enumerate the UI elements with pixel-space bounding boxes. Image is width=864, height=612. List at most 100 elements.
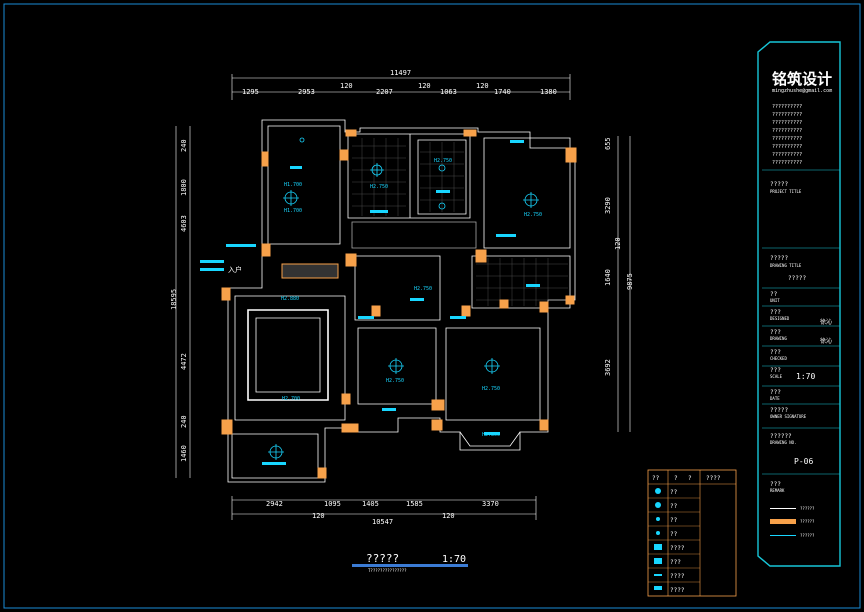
project-title-label-en: PROJECT TITLE bbox=[770, 189, 802, 194]
dim-label: 120 bbox=[340, 82, 353, 90]
right-total-dimension: 9875 bbox=[626, 273, 634, 290]
room-label: H2.750 bbox=[524, 212, 542, 218]
room-label: H2.750 bbox=[386, 378, 404, 384]
company-logo: 铭筑设计 bbox=[772, 70, 832, 88]
scale-label: ??? bbox=[770, 367, 781, 374]
dim-label: 2953 bbox=[298, 88, 315, 96]
drawing-no-value: P-06 bbox=[794, 457, 813, 466]
bottom-total-dimension: 10547 bbox=[372, 518, 393, 526]
legend-row: ?? bbox=[670, 503, 678, 510]
company-email: mingzhushe@gmail.com bbox=[772, 88, 832, 94]
unit-label: ?? bbox=[770, 291, 778, 298]
designed-value: 徐沁 bbox=[820, 318, 832, 326]
legend-row: ???? bbox=[670, 573, 685, 580]
legend-header: ? bbox=[674, 475, 678, 482]
legend-row: ??? bbox=[670, 559, 681, 566]
dim-label: 1800 bbox=[180, 179, 188, 196]
dim-label: 1640 bbox=[604, 269, 612, 286]
dim-label: 1380 bbox=[540, 88, 557, 96]
legend-row: ???? bbox=[670, 587, 685, 594]
dim-label: 120 bbox=[442, 512, 455, 520]
sheet-border bbox=[3, 3, 861, 609]
legend-header: ?? bbox=[652, 475, 660, 482]
dim-label: 1095 bbox=[324, 500, 341, 508]
date-label-en: DATE bbox=[770, 396, 780, 401]
drawing-no-label: ?????? bbox=[770, 433, 792, 440]
top-total-dimension: 11497 bbox=[390, 69, 411, 77]
legend-line-thick bbox=[770, 519, 796, 524]
structural-columns bbox=[221, 129, 577, 479]
drawing-caption-sub: T??????????????? bbox=[368, 568, 407, 573]
date-label: ??? bbox=[770, 389, 781, 396]
top-dimensions: 1295 2953 120 2207 120 1063 120 1740 138… bbox=[242, 82, 557, 96]
dim-label: 1295 bbox=[242, 88, 259, 96]
legend-row: ?? bbox=[670, 531, 678, 538]
dim-label: 240 bbox=[180, 139, 188, 152]
drawing-title-value: ????? bbox=[788, 275, 806, 282]
dim-label: 120 bbox=[418, 82, 431, 90]
annotation-markers bbox=[200, 140, 540, 465]
unit-label-en: UNIT bbox=[770, 298, 780, 303]
scale-label-en: SCALE bbox=[770, 374, 783, 379]
left-dimensions: 240 1800 4603 4472 240 1460 bbox=[180, 139, 188, 462]
legend-text: ?????? bbox=[800, 506, 815, 511]
dim-label: 1460 bbox=[180, 445, 188, 462]
title-note: ?????????? bbox=[772, 144, 802, 150]
room-label: H2.700 bbox=[282, 396, 300, 402]
checked-label-en: CHECKED bbox=[770, 356, 787, 361]
legend-line-dashed bbox=[770, 535, 796, 536]
room-label: H1.700 bbox=[284, 208, 302, 214]
dim-label: 1740 bbox=[494, 88, 511, 96]
room-label: H2.750 bbox=[482, 386, 500, 392]
signature-label: ????? bbox=[770, 407, 788, 414]
dim-label: 3692 bbox=[604, 359, 612, 376]
signature-label-en: OWNER SIGNATURE bbox=[770, 414, 807, 419]
outer-wall-outline bbox=[227, 119, 576, 483]
dim-label: 120 bbox=[312, 512, 325, 520]
legend-table: ?? ? ? ???? ?? ?? ?? ?? ???? ??? ???? ??… bbox=[647, 469, 737, 597]
legend-text: ?????? bbox=[800, 519, 815, 524]
title-note: ?????????? bbox=[772, 128, 802, 134]
dim-label: 655 bbox=[604, 137, 612, 150]
dim-label: 2207 bbox=[376, 88, 393, 96]
title-note: ?????????? bbox=[772, 160, 802, 166]
dim-label: 3290 bbox=[604, 197, 612, 214]
title-block-frame bbox=[757, 41, 841, 567]
legend-row: ???? bbox=[670, 545, 685, 552]
dim-label: 240 bbox=[180, 415, 188, 428]
legend-text: ?????? bbox=[800, 533, 815, 538]
dim-label: 4472 bbox=[180, 353, 188, 370]
drawing-title-label: ????? bbox=[770, 255, 788, 262]
dim-label: 1585 bbox=[406, 500, 423, 508]
room-elevation-labels: H1.700 H1.700 H2.750 H2.750 H2.880 H2.75… bbox=[281, 158, 542, 438]
checked-label: ??? bbox=[770, 349, 781, 356]
drawing-caption-scale: 1:70 bbox=[442, 554, 466, 565]
title-note: ?????????? bbox=[772, 152, 802, 158]
title-note: ?????????? bbox=[772, 136, 802, 142]
caption-underline bbox=[352, 564, 468, 567]
drawing-label: ??? bbox=[770, 329, 781, 336]
drawing-label-en: DRAWING bbox=[770, 336, 787, 341]
scale-value: 1:70 bbox=[796, 372, 815, 381]
dim-label: 120 bbox=[476, 82, 489, 90]
entrance-label: 入户 bbox=[228, 265, 242, 274]
legend-line-thin bbox=[770, 508, 796, 509]
drawing-value: 徐沁 bbox=[820, 337, 832, 345]
designed-label: ??? bbox=[770, 309, 781, 316]
room-label: H2.750 bbox=[370, 184, 388, 190]
floor-plan bbox=[227, 119, 576, 483]
designed-label-en: DESIGNED bbox=[770, 316, 790, 321]
room-label: H2.880 bbox=[281, 296, 299, 302]
ceiling-lamps bbox=[268, 137, 539, 460]
remark-label: ??? bbox=[770, 481, 781, 488]
legend-header: ???? bbox=[706, 475, 721, 482]
room-label: H2.750 bbox=[434, 158, 452, 164]
title-block: 铭筑设计 mingzhushe@gmail.com ?????????? ???… bbox=[757, 41, 841, 567]
legend-row: ?? bbox=[670, 489, 678, 496]
title-note: ?????????? bbox=[772, 120, 802, 126]
dim-label: 1405 bbox=[362, 500, 379, 508]
dim-label: 1063 bbox=[440, 88, 457, 96]
title-note: ?????????? bbox=[772, 104, 802, 110]
legend-row: ?? bbox=[670, 517, 678, 524]
